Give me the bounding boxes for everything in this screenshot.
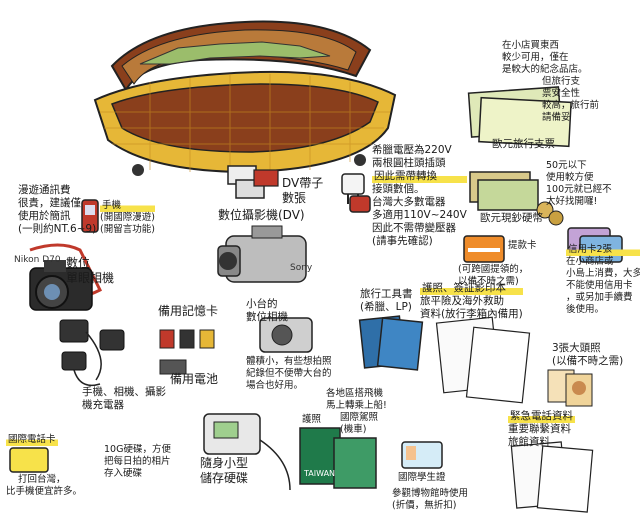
compact-camera-desc: 體積小，有些想拍照 紀錄但不便帶大台的 場合也好用。	[246, 356, 332, 391]
chargers-label: 手機、相機、攝影 機充電器	[82, 386, 166, 411]
intl-license-label: 國際駕照 (機車)	[340, 412, 379, 435]
dv-camera-drawing	[217, 225, 307, 283]
student-id-label: 國際學生證	[398, 472, 446, 483]
dslr-note: 數位 單眼相機	[66, 256, 115, 285]
passport-copy-label: 護照、簽証影印本 旅平險及海外救助 資料(放行李箱內備用)	[420, 282, 523, 320]
cash-note: 50元以下 使用較方便 100元就已經不 太好找開囉!	[546, 160, 612, 207]
emergency-note: 緊急電話資料 重要聯繫資料 旅館資料	[508, 410, 575, 448]
hdd-note: 10G硬碟，方便 把每日拍的相片 存入硬碟	[104, 444, 171, 479]
passport-copy-drawing	[435, 316, 531, 404]
passport-drawing	[299, 427, 377, 489]
dv-tapes-drawing	[227, 165, 279, 199]
student-id-drawing	[401, 441, 443, 469]
hard-drive-drawing	[203, 413, 291, 491]
adapter-plugs-drawing	[341, 173, 371, 213]
emergency-docs-drawing	[510, 441, 594, 513]
euro-cash-label: 歐元現鈔硬幣	[480, 212, 543, 224]
ticket-note: 各地區搭飛機 馬上轉乘上船!	[326, 388, 387, 411]
credit-card-note: 信用卡2張 在小商店或 小島上消費，大多 不能使用信用卡 ，或另加手續費 後使用…	[566, 244, 640, 316]
photos-drawing	[547, 369, 593, 407]
spare-battery-label: 備用電池	[170, 372, 219, 386]
student-id-desc: 參觀博物館時使用 (折價，無折扣)	[392, 488, 469, 511]
suitcase	[93, 20, 397, 176]
small-shop-note: 在小店買東西 較少可用，僅在 是較大的紀念品店。 但旅行支 票安全性 較高，旅行…	[502, 40, 600, 123]
travel-books-label: 旅行工具書 (希臘、LP)	[360, 288, 413, 313]
cellphone-drawing	[81, 199, 99, 233]
camera-brand-label: Nikon D70	[14, 255, 61, 265]
euro-cash-drawing	[469, 171, 564, 226]
adapter-note: 希臘電壓為220V 兩根圓柱頭插頭 因此需帶轉換 接頭數個。 台灣大多數電器 多…	[372, 144, 467, 247]
atm-card-note: 提款卡 (可跨國提領的， 以備不時之需)	[458, 240, 537, 287]
cellphone-note: 手機 (開國際漫遊) (開留言功能)	[100, 200, 155, 235]
memory-cards-drawing	[159, 329, 215, 375]
travelers-cheque-drawing	[467, 86, 572, 148]
photos-label: 3張大頭照 (以備不時之需)	[552, 342, 624, 367]
dslr-camera-drawing	[29, 243, 103, 311]
portable-storage-label: 隨身小型 儲存硬碟	[200, 456, 249, 485]
dv-brand-label: Sony	[290, 263, 313, 273]
passport-word-label: TAIWAN	[303, 469, 335, 478]
compact-camera-label: 小台的 數位相機	[246, 298, 288, 323]
atm-card-drawing	[463, 235, 505, 263]
phone-card-drawing	[9, 447, 49, 473]
chargers-drawing	[59, 319, 125, 387]
passport-label: 護照	[302, 414, 322, 425]
travelers-cheque-label: 歐元旅行支票	[492, 138, 555, 150]
phone-card-desc: 打回台灣， 比手機便宜許多。	[6, 474, 83, 497]
roaming-phone-note: 漫遊通訊費 很貴，建議僅 使用於簡訊 (一則約NT.6~9)	[18, 184, 97, 235]
compact-camera-drawing	[259, 317, 313, 353]
dv-tapes-note: DV帶子 數張	[282, 176, 324, 205]
dv-camera-note: 數位攝影機(DV)	[218, 208, 305, 222]
intl-phone-card-label: 國際電話卡	[6, 434, 58, 446]
memory-card-label: 備用記憶卡	[158, 304, 219, 318]
travel-books-drawing	[358, 315, 424, 371]
